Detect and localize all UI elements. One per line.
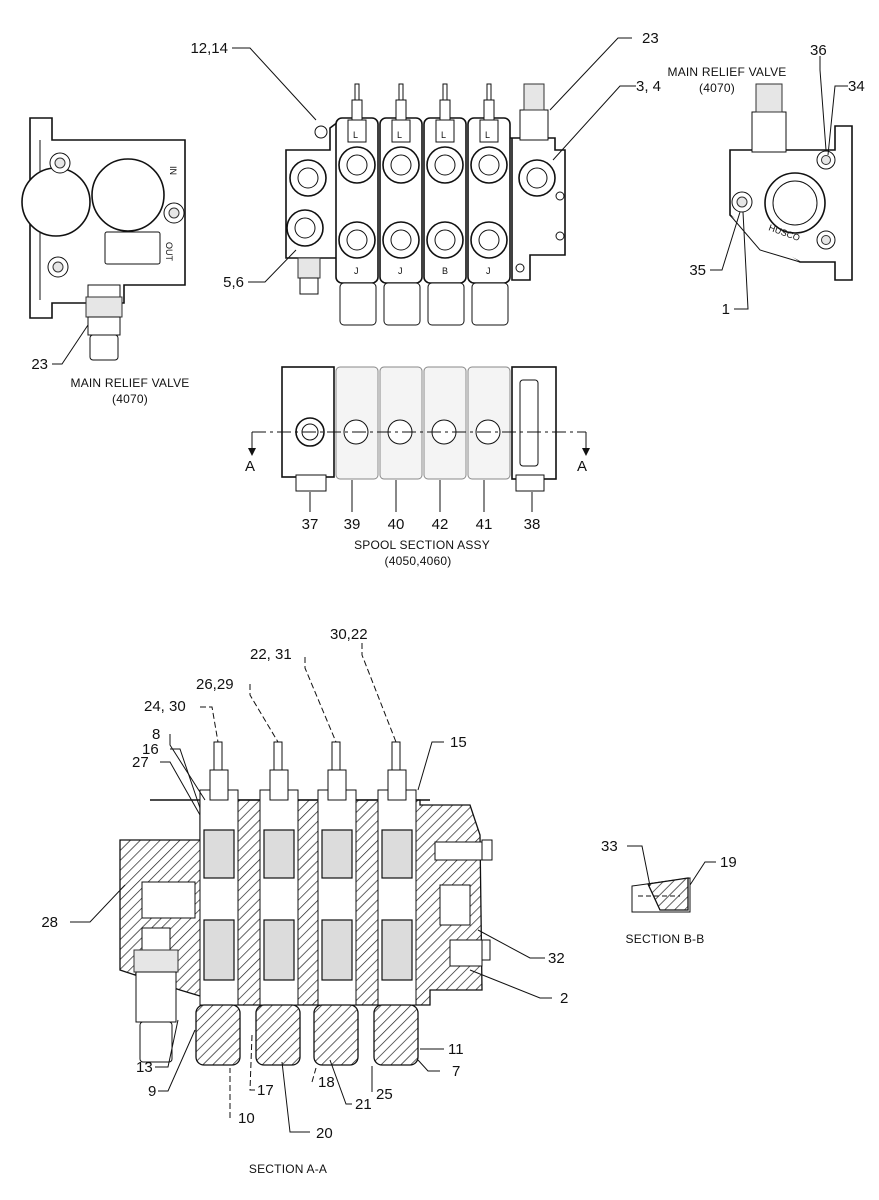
caption-relief-right-title: MAIN RELIEF VALVE xyxy=(668,65,787,79)
callout: 33 xyxy=(601,838,618,855)
caption-relief-left-code: (4070) xyxy=(112,392,148,406)
callout: 9 xyxy=(148,1083,156,1100)
callout: 40 xyxy=(388,516,405,533)
port-label-in: IN xyxy=(168,166,178,175)
callout: 5,6 xyxy=(223,274,244,291)
callout: 41 xyxy=(476,516,493,533)
section-3: L B xyxy=(423,83,467,326)
caption-spool-title: SPOOL SECTION ASSY xyxy=(354,538,490,552)
caption-relief-left-title: MAIN RELIEF VALVE xyxy=(71,376,190,390)
section-1: L J xyxy=(335,83,379,326)
section-aa-view xyxy=(119,741,493,1066)
callout: 42 xyxy=(432,516,449,533)
section-2: L J xyxy=(379,83,423,326)
callout: 37 xyxy=(302,516,319,533)
callout: 13 xyxy=(136,1059,153,1076)
callout: 32 xyxy=(548,950,565,967)
callout: 3, 4 xyxy=(636,78,661,95)
callout: 12,14 xyxy=(190,40,228,57)
bolt-icon xyxy=(816,150,836,170)
callout: 19 xyxy=(720,854,737,871)
spool-mark: J xyxy=(486,266,491,276)
handle-mark: L xyxy=(441,130,446,140)
bolt-icon xyxy=(816,230,836,250)
callout: 22, 31 xyxy=(250,646,292,663)
spool-mark: B xyxy=(442,266,448,276)
callout: 24, 30 xyxy=(144,698,186,715)
spool-3 xyxy=(313,741,359,1066)
handle-mark: L xyxy=(485,130,490,140)
spool-4 xyxy=(373,741,419,1066)
callout: 30,22 xyxy=(330,626,368,643)
right-end-view: HUSCO xyxy=(729,83,853,281)
left-end-view: IN OUT xyxy=(21,117,186,361)
caption-relief-right-code: (4070) xyxy=(699,81,735,95)
section-4: L J xyxy=(467,83,511,326)
callout: 36 xyxy=(810,42,827,59)
callout: 1 xyxy=(722,301,730,318)
spool-1 xyxy=(195,741,241,1066)
callout: 28 xyxy=(41,914,58,931)
bolt-icon xyxy=(49,152,71,174)
bolt-icon xyxy=(163,202,185,224)
callout: 27 xyxy=(132,754,149,771)
handle-mark: L xyxy=(397,130,402,140)
callout: 11 xyxy=(448,1041,464,1058)
callout: 20 xyxy=(316,1125,333,1142)
callout: 2 xyxy=(560,990,568,1007)
callout: 39 xyxy=(344,516,361,533)
caption-spool-code: (4050,4060) xyxy=(385,554,452,568)
callout: 8 xyxy=(152,726,160,743)
callout: 26,29 xyxy=(196,676,234,693)
spool-2 xyxy=(255,741,301,1066)
callout: 34 xyxy=(848,78,865,95)
callout: 18 xyxy=(318,1074,335,1091)
callout: 25 xyxy=(376,1086,393,1103)
callout: 38 xyxy=(524,516,541,533)
spool-section-assy xyxy=(248,366,590,492)
port-label-out: OUT xyxy=(164,242,174,262)
callout: 35 xyxy=(689,262,706,279)
caption-section-aa: SECTION A-A xyxy=(249,1162,327,1176)
section-marker-right: A xyxy=(577,458,587,475)
callout: 17 xyxy=(257,1082,274,1099)
callout: 23 xyxy=(31,356,48,373)
callout: 10 xyxy=(238,1110,255,1127)
callout: 16 xyxy=(142,741,159,758)
spool-mark: J xyxy=(354,266,359,276)
bolt-icon xyxy=(47,256,69,278)
bolt-icon xyxy=(731,191,753,213)
top-view-assembly: L J L J L B xyxy=(285,83,566,326)
spool-mark: J xyxy=(398,266,403,276)
leader-lines xyxy=(52,37,848,1133)
callout: 21 xyxy=(355,1096,372,1113)
section-bb-view xyxy=(631,877,691,913)
section-marker-left: A xyxy=(245,458,255,475)
callouts: 12,14 23 3, 4 5,6 23 36 34 35 1 37 39 40… xyxy=(31,30,864,1142)
handle-mark: L xyxy=(353,130,358,140)
callout: 7 xyxy=(452,1063,460,1080)
caption-section-bb: SECTION B-B xyxy=(626,932,705,946)
callout: 15 xyxy=(450,734,467,751)
callout: 23 xyxy=(642,30,659,47)
